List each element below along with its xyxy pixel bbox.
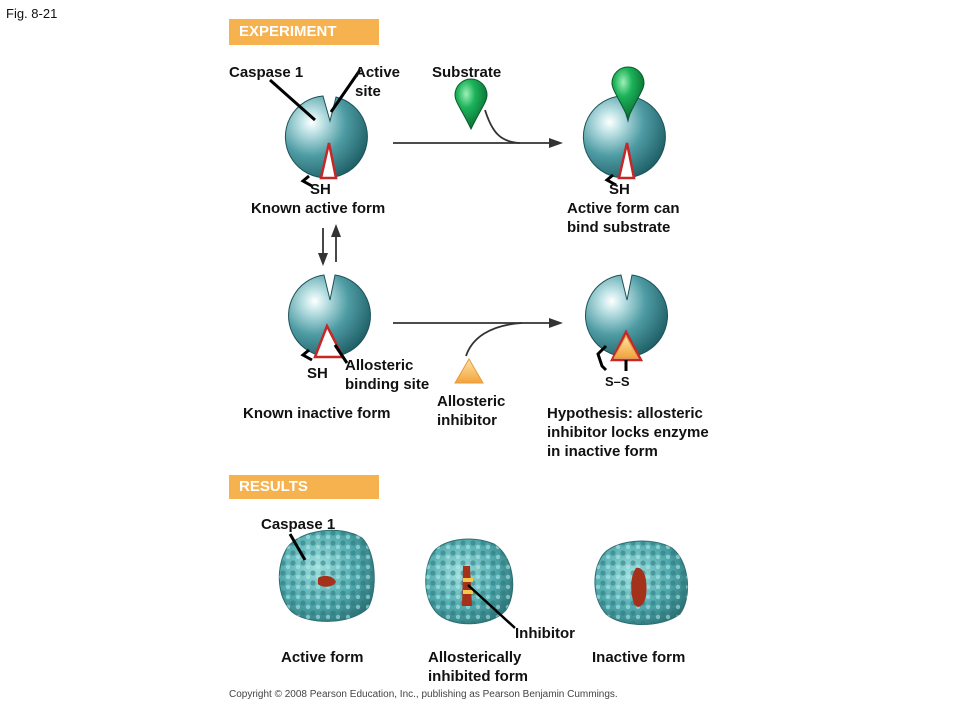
caspase-result-pointer-line — [288, 533, 307, 561]
allosteric-inhibitor-triangle — [454, 358, 484, 384]
protein-active-form — [278, 529, 375, 622]
caspase-pointer-line — [269, 78, 316, 122]
protein-allosterically-inhibited — [425, 538, 514, 625]
allosterically-inhibited-form-label: Allosterically inhibited form — [428, 649, 528, 685]
caspase-label: Caspase 1 — [229, 64, 304, 81]
allosteric-binding-site-label: Allosteric binding site — [345, 357, 430, 393]
enzyme-active-bound — [582, 66, 666, 180]
sh-bond-line — [300, 348, 313, 362]
equilibrium-arrows — [318, 224, 341, 266]
substrate-label: Substrate — [432, 64, 502, 81]
inhibitor-pointer-line — [467, 584, 516, 629]
sh-label: SH — [307, 365, 328, 382]
figure-label: Fig. 8-21 — [6, 6, 58, 21]
inactive-form-label: Inactive form — [592, 649, 686, 666]
results-banner: RESULTS — [229, 475, 379, 499]
experiment-banner: EXPERIMENT — [229, 19, 379, 45]
active-site-label: Active site — [355, 64, 401, 100]
hypothesis-label: Hypothesis: allosteric inhibitor locks e… — [547, 405, 709, 460]
caspase-result-label: Caspase 1 — [261, 516, 336, 533]
enzyme-known-inactive — [288, 274, 371, 359]
active-site-pointer-line — [329, 69, 362, 113]
disulfide-bond-line — [596, 344, 608, 372]
copyright-text: Copyright © 2008 Pearson Education, Inc.… — [229, 689, 618, 700]
substrate-drop — [454, 78, 488, 131]
known-inactive-form-label: Known inactive form — [243, 405, 391, 422]
allosteric-site-pointer-line — [333, 344, 349, 364]
active-form-label: Active form — [281, 649, 364, 666]
ss-label: S–S — [605, 374, 630, 389]
binding-arrow — [393, 109, 563, 148]
enzyme-known-active — [284, 95, 368, 180]
inhibitor-label: Inhibitor — [515, 625, 575, 642]
sh-bond-line — [604, 173, 617, 187]
inhibition-arrow — [393, 318, 563, 357]
protein-inactive-form — [594, 540, 689, 625]
sh-label: SH — [609, 181, 630, 198]
known-active-form-label: Known active form — [251, 200, 386, 217]
allosteric-inhibitor-label: Allosteric inhibitor — [437, 393, 506, 429]
sh-label: SH — [310, 181, 331, 198]
sh-bond-line — [300, 174, 313, 188]
enzyme-inhibitor-locked — [585, 274, 668, 362]
active-form-can-bind-label: Active form can bind substrate — [567, 200, 680, 236]
